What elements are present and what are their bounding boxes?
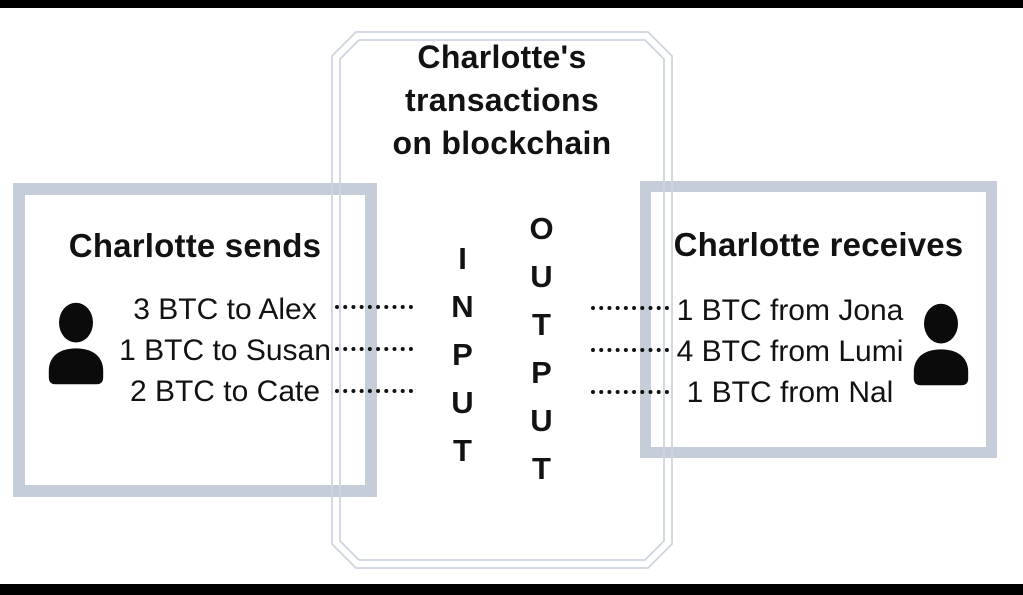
inner-border-line [339, 39, 665, 561]
person-icon [42, 302, 110, 385]
bottom-frame-bar [0, 584, 1023, 595]
sends-heading: Charlotte sends [68, 227, 322, 264]
dotted-connector [335, 305, 413, 309]
dotted-connector [335, 389, 413, 393]
top-frame-bar [0, 0, 1023, 8]
output-label: OUTPUT [524, 211, 559, 499]
sends-row: 2 BTC to Cate [129, 375, 321, 408]
dotted-connector [591, 348, 669, 352]
person-icon [907, 303, 975, 386]
dotted-connector [591, 306, 669, 310]
outer-border-line [331, 31, 673, 569]
receives-row: 1 BTC from Jona [676, 294, 904, 327]
sends-row: 1 BTC to Susan [119, 334, 331, 367]
dotted-connector [335, 347, 413, 351]
dotted-connector [591, 390, 669, 394]
blockchain-panel-outline [331, 31, 673, 569]
sends-row: 3 BTC to Alex [133, 293, 317, 326]
input-label: INPUT [445, 241, 480, 481]
sends-rows: 3 BTC to Alex 1 BTC to Susan 2 BTC to Ca… [110, 289, 340, 412]
center-title: Charlotte's transactions on blockchain [392, 39, 612, 161]
receives-heading: Charlotte receives [673, 226, 964, 263]
receives-row: 4 BTC from Lumi [676, 335, 904, 368]
receives-rows: 1 BTC from Jona 4 BTC from Lumi 1 BTC fr… [662, 290, 918, 413]
receives-row: 1 BTC from Nal [686, 376, 894, 409]
